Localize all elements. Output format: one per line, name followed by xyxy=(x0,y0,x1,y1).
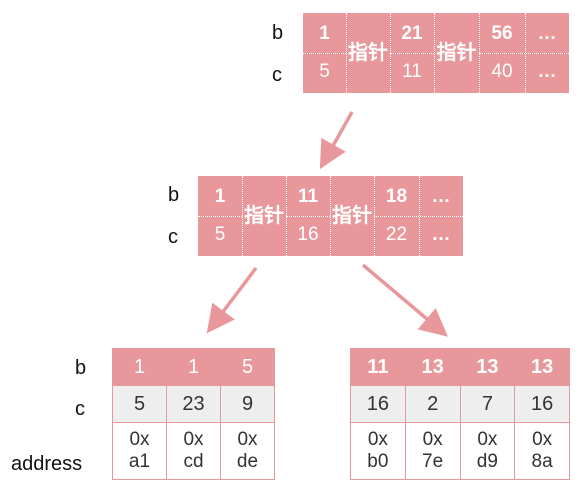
mid-row-separator xyxy=(286,216,330,217)
right-leaf-c-cell: 2 xyxy=(404,385,461,423)
left-leaf-b-cell: 1 xyxy=(112,348,167,386)
mid-value-3: 22 xyxy=(385,224,408,245)
mid-c-label: c xyxy=(168,226,178,248)
right-leaf-b-row: 11 13 13 13 xyxy=(350,348,570,386)
mid-key-ellipsis: … xyxy=(431,186,451,207)
left-leaf-b-cell: 1 xyxy=(166,348,221,386)
left-leaf-b-row: 1 1 5 xyxy=(112,348,275,386)
right-leaf-b-cell: 13 xyxy=(404,348,461,386)
root-value-3: 40 xyxy=(491,61,513,82)
right-leaf-c-cell: 7 xyxy=(459,385,516,423)
left-leaf-b-cell: 5 xyxy=(220,348,275,386)
root-value-2: 11 xyxy=(402,61,422,82)
arrow-root-to-mid xyxy=(319,111,354,170)
mid-value-1: 5 xyxy=(214,224,226,245)
mid-node: 1 5 指针 11 16 指针 18 22 … … xyxy=(198,176,463,256)
right-leaf-b-cell: 13 xyxy=(459,348,516,386)
root-value-1: 5 xyxy=(319,61,330,82)
right-leaf-c-cell: 16 xyxy=(514,385,570,423)
mid-row-separator xyxy=(198,216,242,217)
left-leaf-c-row: 5 23 9 xyxy=(112,385,275,423)
root-key-ellipsis: … xyxy=(537,23,557,44)
root-separator xyxy=(346,13,347,93)
mid-row-separator xyxy=(374,216,463,217)
mid-b-label: b xyxy=(168,184,180,206)
leaf-address-label: address xyxy=(11,453,83,475)
root-b-label: b xyxy=(272,22,284,44)
mid-pointer-1: 指针 xyxy=(244,205,284,227)
mid-separator xyxy=(330,176,331,256)
mid-key-2: 11 xyxy=(297,186,319,207)
root-key-2: 21 xyxy=(401,23,423,44)
left-leaf-c-cell: 23 xyxy=(166,385,221,423)
root-key-1: 1 xyxy=(319,23,330,44)
left-leaf-c-cell: 9 xyxy=(220,385,275,423)
right-leaf-b-cell: 11 xyxy=(350,348,406,386)
mid-value-ellipsis: … xyxy=(431,224,451,245)
root-key-3: 56 xyxy=(491,23,513,44)
arrow-mid-to-right-leaf xyxy=(361,263,449,337)
mid-key-1: 1 xyxy=(214,186,226,207)
right-leaf-c-cell: 16 xyxy=(350,385,406,423)
root-value-ellipsis: … xyxy=(537,61,557,82)
root-row-separator xyxy=(390,53,434,54)
left-leaf-c-cell: 5 xyxy=(112,385,167,423)
right-leaf-b-cell: 13 xyxy=(514,348,570,386)
root-row-separator xyxy=(303,53,346,54)
root-pointer-2: 指针 xyxy=(436,42,477,64)
mid-separator xyxy=(242,176,243,256)
leaf-c-label: c xyxy=(75,398,85,420)
mid-value-2: 16 xyxy=(297,224,319,245)
right-leaf-c-row: 16 2 7 16 xyxy=(350,385,570,423)
root-node: 1 5 指针 21 11 指针 56 40 … … xyxy=(303,13,569,93)
root-pointer-1: 指针 xyxy=(348,42,388,64)
mid-key-3: 18 xyxy=(385,186,408,207)
leaf-b-label: b xyxy=(75,357,87,379)
arrow-mid-to-left-leaf xyxy=(206,266,258,334)
root-row-separator xyxy=(479,53,569,54)
root-separator xyxy=(434,13,435,93)
mid-pointer-2: 指针 xyxy=(332,205,372,227)
root-c-label: c xyxy=(272,64,282,86)
